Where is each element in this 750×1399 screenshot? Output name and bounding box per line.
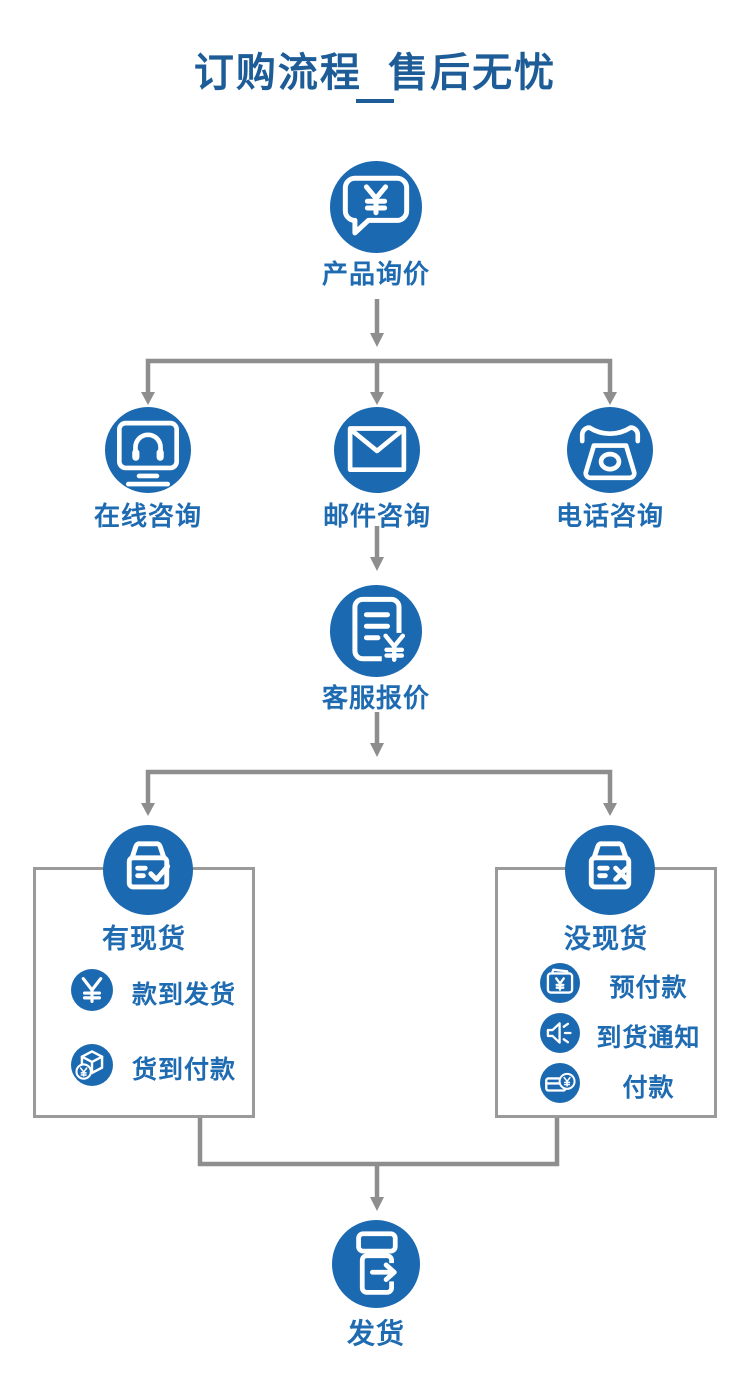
node-product-inquiry bbox=[330, 161, 422, 253]
node-label: 电话咨询 bbox=[555, 501, 664, 531]
payment-yuan-icon bbox=[545, 1072, 576, 1092]
branch-label: 有现货 bbox=[102, 924, 186, 954]
node-label: 客服报价 bbox=[321, 683, 430, 713]
item-label: 款到发货 bbox=[131, 981, 236, 1009]
wallet-yuan-icon bbox=[546, 968, 574, 994]
item-label: 到货通知 bbox=[596, 1024, 701, 1052]
node-label: 发货 bbox=[346, 1318, 405, 1349]
item-label: 货到付款 bbox=[131, 1056, 236, 1084]
yuan-coin-icon bbox=[81, 977, 103, 1003]
item-pay-on-delivery-icon-circle bbox=[71, 1044, 113, 1086]
page-title: 订购流程 售后无忧 bbox=[193, 51, 557, 95]
branch-label: 没现货 bbox=[564, 924, 648, 954]
quote-document-yuan-icon bbox=[352, 596, 409, 662]
monitor-headset-icon bbox=[117, 420, 179, 487]
item-payment-first-icon-circle bbox=[71, 969, 113, 1011]
item-label: 付款 bbox=[622, 1074, 675, 1102]
title-underline bbox=[356, 99, 394, 103]
chat-bubble-yuan-icon bbox=[342, 175, 410, 236]
item-payment-icon-circle bbox=[540, 1063, 580, 1103]
telephone-icon bbox=[579, 425, 641, 481]
node-service-quote bbox=[330, 585, 422, 677]
node-in-stock bbox=[103, 825, 193, 915]
node-label: 邮件咨询 bbox=[322, 501, 431, 531]
node-ship bbox=[332, 1220, 420, 1308]
node-label: 在线咨询 bbox=[93, 501, 202, 531]
node-out-of-stock bbox=[565, 825, 655, 915]
speaker-icon bbox=[546, 1022, 572, 1044]
box-check-icon bbox=[126, 841, 171, 890]
node-label: 产品询价 bbox=[321, 259, 430, 289]
parcel-yuan-icon bbox=[75, 1050, 104, 1080]
shipping-box-arrow-icon bbox=[356, 1231, 398, 1295]
box-cross-icon bbox=[588, 841, 632, 890]
item-label: 预付款 bbox=[609, 974, 688, 1002]
item-arrival-notice-icon-circle bbox=[540, 1013, 580, 1053]
envelope-icon bbox=[347, 426, 407, 473]
item-prepayment-icon-circle bbox=[540, 963, 580, 1003]
node-phone-consult bbox=[567, 407, 653, 493]
node-online-consult bbox=[105, 407, 191, 493]
node-email-consult bbox=[334, 407, 420, 493]
